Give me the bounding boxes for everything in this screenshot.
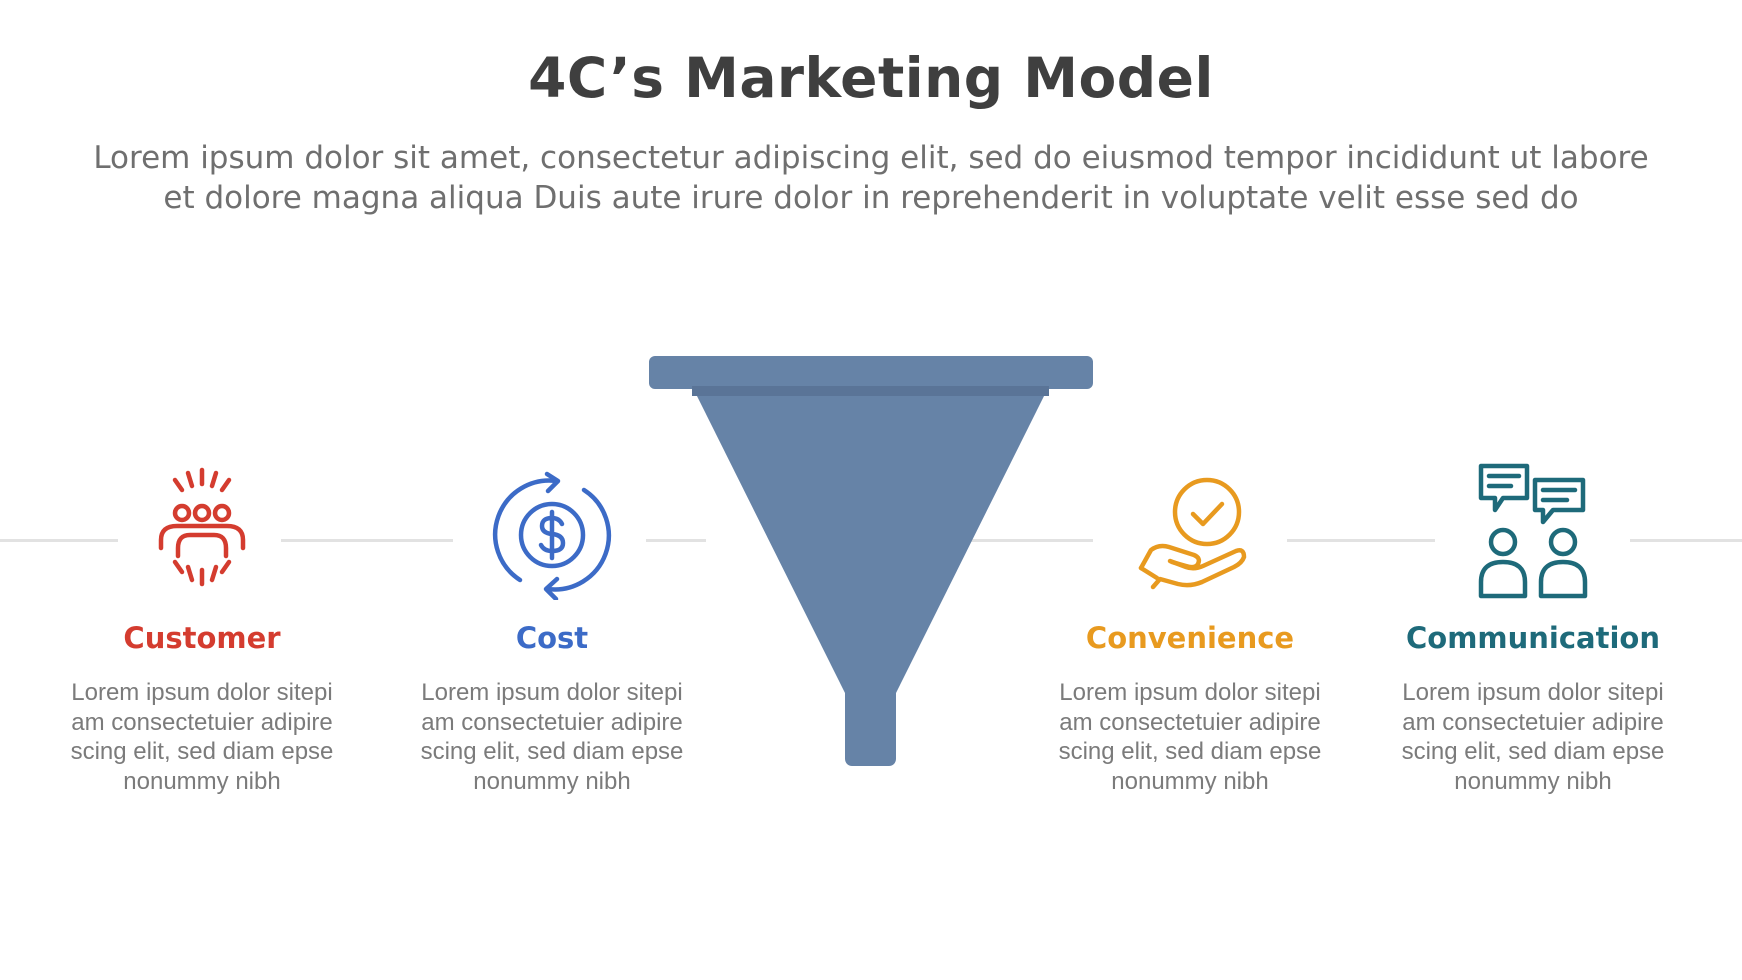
item-description: Lorem ipsum dolor sitepi am consectetuie… [62, 678, 342, 796]
connector-line [646, 539, 706, 542]
connector-line [1630, 539, 1742, 542]
connector-line [281, 539, 453, 542]
item-label: Customer [123, 621, 281, 655]
desc-line: Lorem ipsum dolor sitepi [1402, 679, 1664, 706]
connector-line [1287, 539, 1435, 542]
funnel-cone [692, 386, 1049, 693]
desc-line: scing elit, sed diam epse [420, 738, 684, 765]
desc-line: nonummy nibh [1111, 767, 1269, 795]
funnel-icon [649, 356, 1093, 766]
subtitle: Lorem ipsum dolor sit amet, consectetur … [60, 138, 1682, 218]
desc-line: Lorem ipsum dolor sitepi [421, 679, 683, 706]
item-description: Lorem ipsum dolor sitepi am consectetuie… [1050, 678, 1330, 796]
desc-line: am consectetuier adipire [421, 708, 683, 736]
customer-group-icon [158, 467, 246, 587]
desc-line: scing elit, sed diam epse [1401, 738, 1665, 765]
funnel-rim [649, 356, 1093, 389]
desc-line: scing elit, sed diam epse [70, 738, 334, 765]
cost-dollar-cycle-icon [492, 471, 612, 600]
funnel-spout [845, 685, 896, 766]
desc-line: am consectetuier adipire [1059, 708, 1321, 736]
item-description: Lorem ipsum dolor sitepi am consectetuie… [412, 678, 692, 796]
desc-line: nonummy nibh [1454, 767, 1612, 795]
desc-line: am consectetuier adipire [71, 708, 333, 736]
subtitle-line: et dolore magna aliqua Duis aute irure d… [163, 180, 1579, 216]
funnel-rim-shadow [692, 386, 1049, 396]
desc-line: Lorem ipsum dolor sitepi [1059, 679, 1321, 706]
item-label: Convenience [1085, 621, 1295, 655]
item-label: Cost [515, 621, 589, 655]
subtitle-line: Lorem ipsum dolor sit amet, consectetur … [93, 140, 1649, 176]
desc-line: scing elit, sed diam epse [1058, 738, 1322, 765]
desc-line: Lorem ipsum dolor sitepi [71, 679, 333, 706]
desc-line: nonummy nibh [123, 767, 281, 795]
connector-line [0, 539, 118, 542]
item-label: Communication [1405, 621, 1660, 655]
page-title: 4C’s Marketing Model [528, 46, 1214, 110]
desc-line: nonummy nibh [473, 767, 631, 795]
communication-people-chat-icon [1478, 463, 1588, 599]
desc-line: am consectetuier adipire [1402, 708, 1664, 736]
convenience-hand-check-icon [1138, 477, 1247, 590]
item-description: Lorem ipsum dolor sitepi am consectetuie… [1393, 678, 1673, 796]
connector-line [970, 539, 1093, 542]
